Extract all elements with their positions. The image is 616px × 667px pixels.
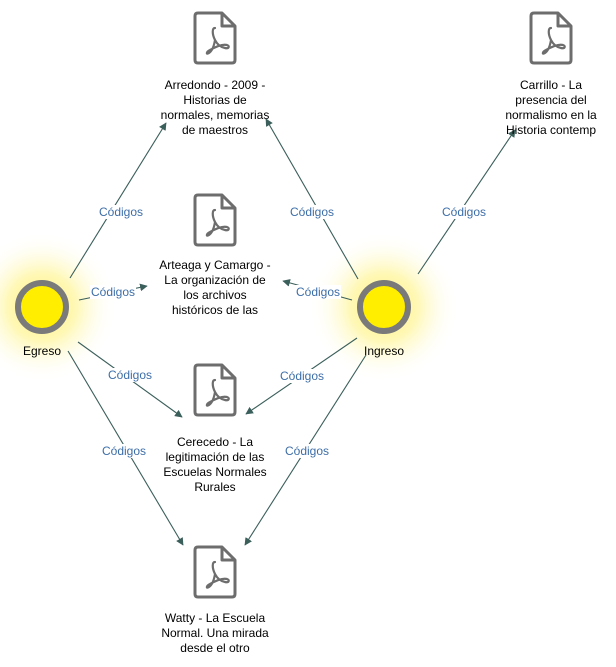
code-label-egreso: Egreso xyxy=(22,344,62,358)
edge-label-egreso-arredondo: Códigos xyxy=(97,205,145,219)
ingreso-code-node[interactable] xyxy=(357,280,411,334)
document-label-watty: Watty - La Escuela Normal. Una mirada de… xyxy=(161,611,269,655)
pdf-document-icon[interactable] xyxy=(193,363,237,417)
edge-label-ingreso-cerecedo: Códigos xyxy=(278,369,326,383)
edge-ingreso-arredondo[interactable] xyxy=(265,118,359,280)
document-label-arteaga: Arteaga y Camargo - La organización de l… xyxy=(159,258,271,317)
edge-label-ingreso-carrillo: Códigos xyxy=(440,205,488,219)
pdf-document-icon[interactable] xyxy=(529,11,573,65)
edge-label-egreso-cerecedo: Códigos xyxy=(106,368,154,382)
edge-label-egreso-arteaga: Códigos xyxy=(89,285,137,299)
document-label-arredondo: Arredondo - 2009 - Historias de normales… xyxy=(160,78,270,137)
document-label-carrillo: Carrillo - La presencia del normalismo e… xyxy=(505,78,597,137)
pdf-document-icon[interactable] xyxy=(193,11,237,65)
edge-label-ingreso-watty: Códigos xyxy=(283,444,331,458)
edge-label-ingreso-arteaga: Códigos xyxy=(294,285,342,299)
code-label-ingreso: Ingreso xyxy=(363,344,405,358)
edge-ingreso-carrillo[interactable] xyxy=(417,129,516,275)
edge-egreso-arredondo[interactable] xyxy=(69,122,167,279)
pdf-document-icon[interactable] xyxy=(193,193,237,247)
edge-label-egreso-watty: Códigos xyxy=(100,444,148,458)
edge-label-ingreso-arredondo: Códigos xyxy=(288,205,336,219)
pdf-document-icon[interactable] xyxy=(193,545,237,599)
document-label-cerecedo: Cerecedo - La legitimación de las Escuel… xyxy=(163,435,267,494)
egreso-code-node[interactable] xyxy=(15,280,69,334)
